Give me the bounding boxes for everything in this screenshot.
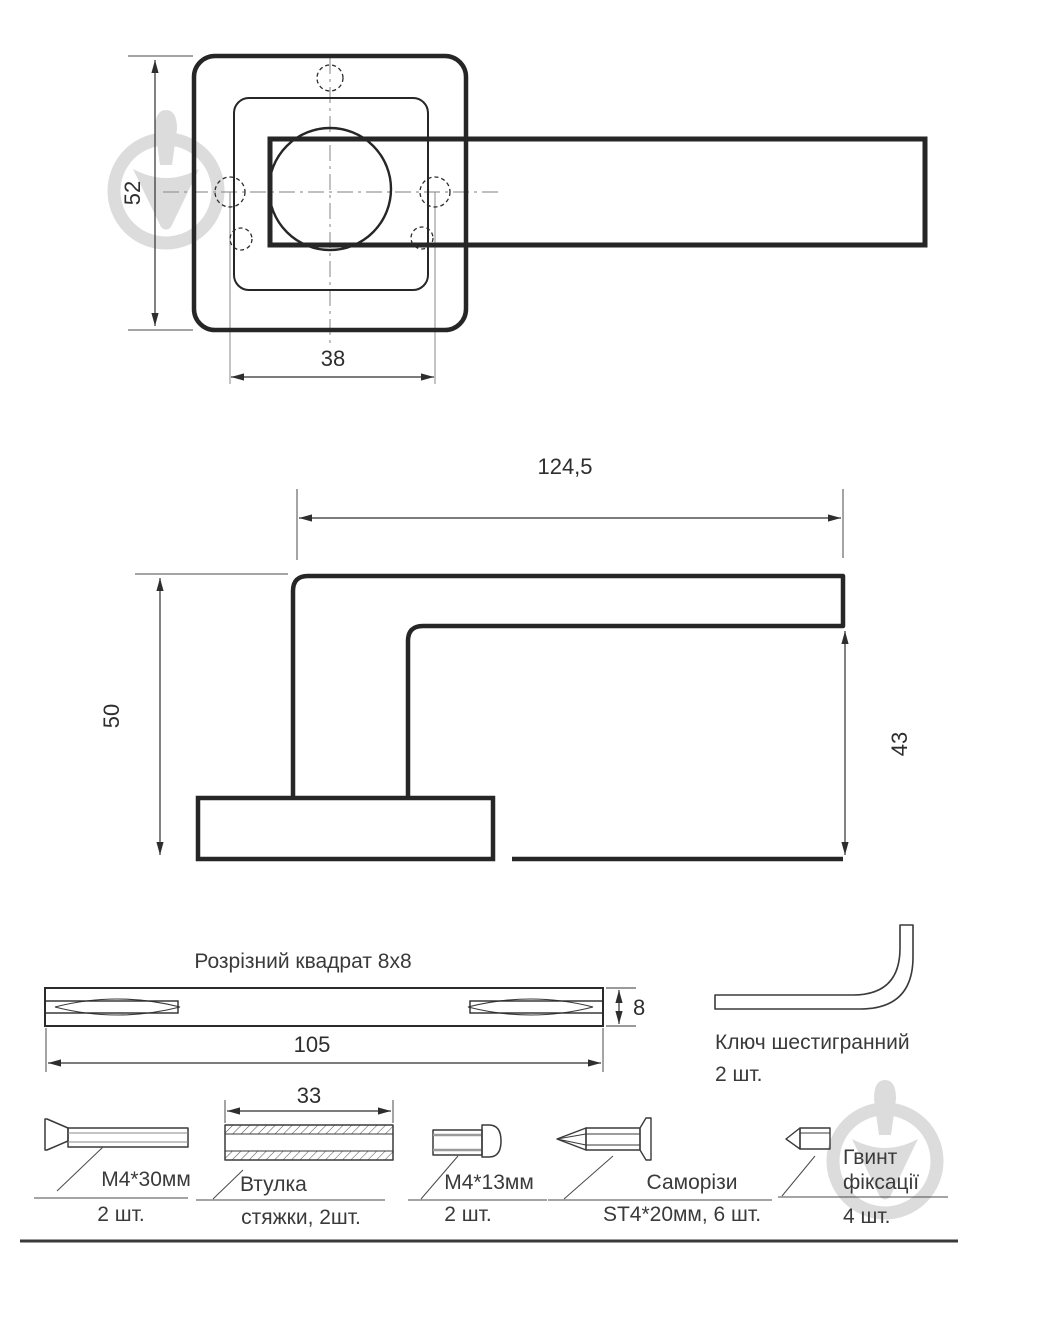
self-tapping-name: Саморізи (647, 1171, 738, 1194)
bolt-m4-13-label: M4*13мм (444, 1171, 534, 1194)
spindle-slot-left (44, 1000, 179, 1014)
dim-hole-spacing: 38 (321, 346, 345, 371)
set-screw: Гвинт фіксації 4 шт. (778, 1127, 948, 1228)
self-tapping-spec: ST4*20мм, 6 шт. (603, 1203, 761, 1226)
dim-handle-height: 50 (99, 704, 124, 728)
screw-hole (316, 64, 344, 92)
thread-line (556, 1133, 587, 1140)
leader-line (420, 1155, 459, 1200)
bolt-m4-30: M4*30мм 2 шт. (34, 1118, 191, 1226)
leader-line (212, 1169, 244, 1200)
rosette-side-view (195, 795, 496, 862)
bushing-body (224, 1124, 394, 1161)
spindle-bar (44, 987, 604, 1027)
rosette-inner-square (233, 97, 429, 291)
bolt-shaft (67, 1127, 189, 1148)
handle-profile-outline (290, 573, 846, 798)
set-screw-name-line1: Гвинт (843, 1146, 898, 1169)
self-tapping-screw: Саморізи ST4*20мм, 6 шт. (548, 1117, 772, 1226)
dim-lever-drop: 43 (887, 732, 912, 756)
bolt-head (44, 1118, 69, 1151)
leader-line (563, 1155, 614, 1200)
screw-head (799, 1127, 831, 1150)
rosette-outer-square (191, 53, 469, 333)
side-view: 124,5 50 43 (99, 454, 912, 862)
screw-head (639, 1117, 652, 1161)
spindle-split-right (467, 998, 594, 1016)
dim-bushing-length: 33 (297, 1083, 321, 1108)
hex-key-section: Ключ шестигранний 2 шт. (714, 924, 914, 1086)
spindle-slot-right (469, 1000, 604, 1014)
bolt-m4-13-qty: 2 шт. (444, 1203, 492, 1226)
spindle-title: Розрізний квадрат 8x8 (194, 950, 411, 973)
bushing-qty: стяжки, 2шт. (241, 1206, 361, 1229)
screw-shaft (585, 1127, 641, 1151)
bolt-m4-13: M4*13мм 2 шт. (408, 1124, 547, 1226)
bushing-hatch-bottom (225, 1151, 393, 1160)
bushing-hatch-top (225, 1125, 393, 1134)
bolt-m4-30-label: M4*30мм (101, 1168, 191, 1191)
dim-rosette-height: 52 (120, 181, 145, 205)
set-screw-name-line2: фіксації (843, 1171, 919, 1194)
bolt-m4-30-qty: 2 шт. (97, 1203, 145, 1226)
leader-line (781, 1155, 816, 1197)
hex-key-qty: 2 шт. (715, 1063, 763, 1086)
dim-handle-length: 124,5 (537, 454, 592, 479)
dim-spindle-section: 8 (633, 995, 645, 1020)
screw-hole (214, 176, 246, 208)
bushing-name: Втулка (240, 1173, 307, 1196)
fasteners-row: M4*30мм 2 шт. 33 Втулка стяжки, 2шт. (34, 1083, 948, 1229)
spindle-section: Розрізний квадрат 8x8 8 105 (44, 950, 645, 1072)
screw-hole (410, 226, 434, 250)
thread-line (556, 1138, 587, 1146)
dim-spindle-length: 105 (294, 1032, 331, 1057)
hex-key-outline (714, 924, 914, 1010)
store-watermark-logo (114, 110, 218, 243)
screw-hole (419, 176, 451, 208)
bushing: 33 Втулка стяжки, 2шт. (196, 1083, 394, 1229)
bolt-head (481, 1124, 502, 1158)
hex-key-label: Ключ шестигранний (715, 1031, 910, 1054)
screw-tip (556, 1127, 587, 1151)
screw-tip (785, 1127, 801, 1150)
spindle-split-left (54, 998, 181, 1016)
set-screw-qty: 4 шт. (843, 1205, 891, 1228)
screw-hole (229, 227, 253, 251)
lever-plan-outline (267, 136, 928, 248)
leader-line (56, 1146, 104, 1192)
top-view: 52 38 (120, 53, 928, 384)
